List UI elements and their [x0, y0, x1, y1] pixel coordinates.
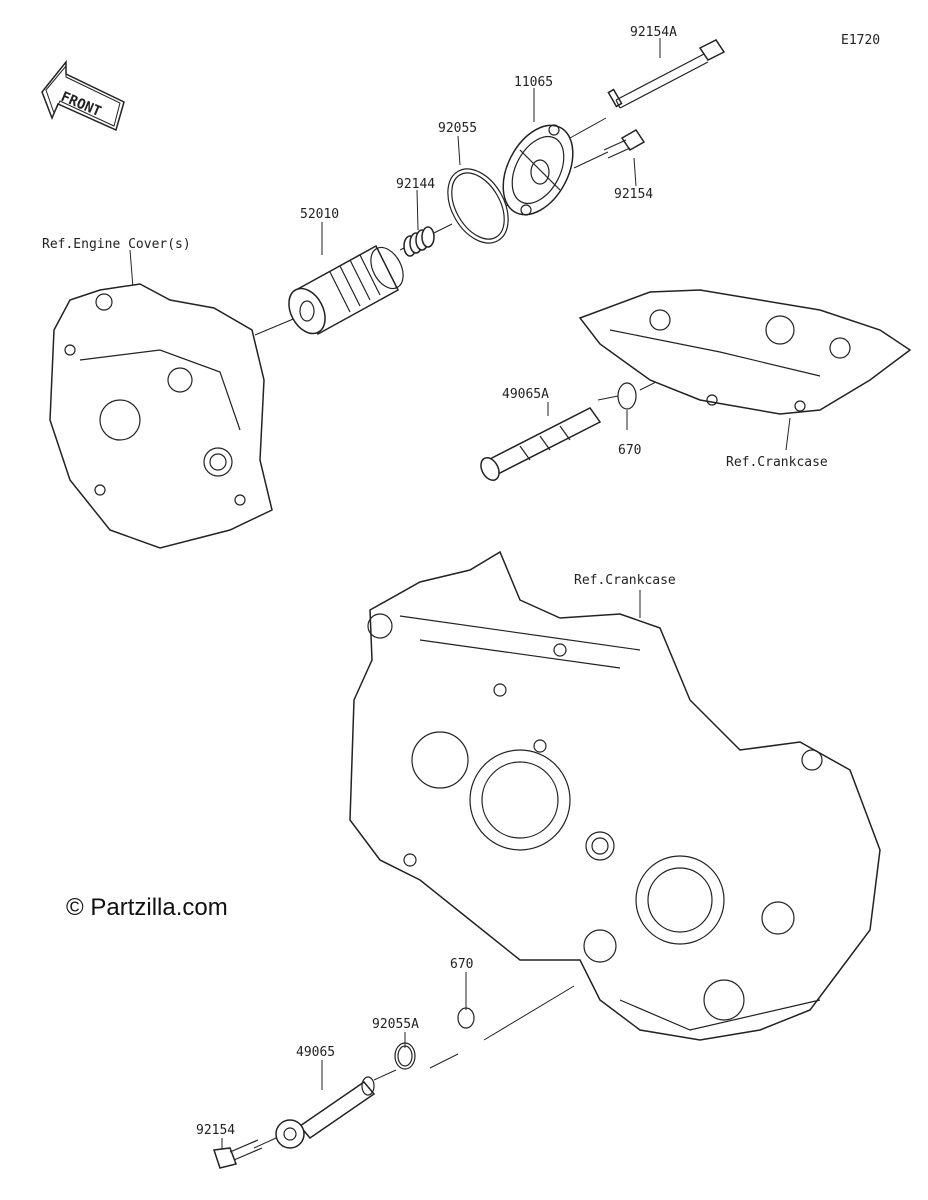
label-92055: 92055	[438, 121, 477, 136]
label-49065A: 49065A	[502, 387, 549, 402]
label-11065: 11065	[514, 75, 553, 90]
engine-cover-ref	[49, 283, 273, 549]
label-ref-crankcase-main: Ref.Crankcase	[574, 573, 676, 588]
label-92144: 92144	[396, 177, 435, 192]
bolt-92154A	[607, 39, 726, 109]
label-92154A: 92154A	[630, 25, 677, 40]
o-ring-92055A	[394, 1042, 416, 1070]
oil-filter-52010	[288, 244, 404, 336]
o-ring-670-top	[617, 382, 637, 410]
o-ring-92055	[447, 168, 509, 244]
front-arrow-icon: FRONT	[41, 59, 125, 132]
crankcase-ref-main	[349, 550, 881, 1041]
bolt-92154-top	[603, 129, 646, 159]
part-labels: 92154A 11065 92055 92144 92154 52010 Ref…	[42, 25, 828, 1138]
label-ref-crankcase-top: Ref.Crankcase	[726, 455, 828, 470]
copyright-text: © Partzilla.com	[66, 894, 228, 921]
o-ring-670-bottom	[457, 1007, 475, 1029]
label-92055A: 92055A	[372, 1017, 419, 1032]
label-670-bottom: 670	[450, 957, 473, 972]
crankcase-ref-upper	[578, 289, 912, 415]
label-92154-bottom: 92154	[196, 1123, 235, 1138]
label-49065: 49065	[296, 1045, 335, 1060]
bolt-92154-bottom	[212, 1139, 263, 1169]
strainer-49065	[275, 1076, 376, 1149]
label-670-top: 670	[618, 443, 641, 458]
label-52010: 52010	[300, 207, 339, 222]
pump-cover-11065	[502, 124, 574, 216]
strainer-49065A	[480, 407, 602, 481]
label-92154-top: 92154	[614, 187, 653, 202]
diagram-code: E1720	[841, 33, 880, 48]
spring-92144	[403, 226, 435, 257]
label-ref-engine-cover: Ref.Engine Cover(s)	[42, 237, 191, 252]
